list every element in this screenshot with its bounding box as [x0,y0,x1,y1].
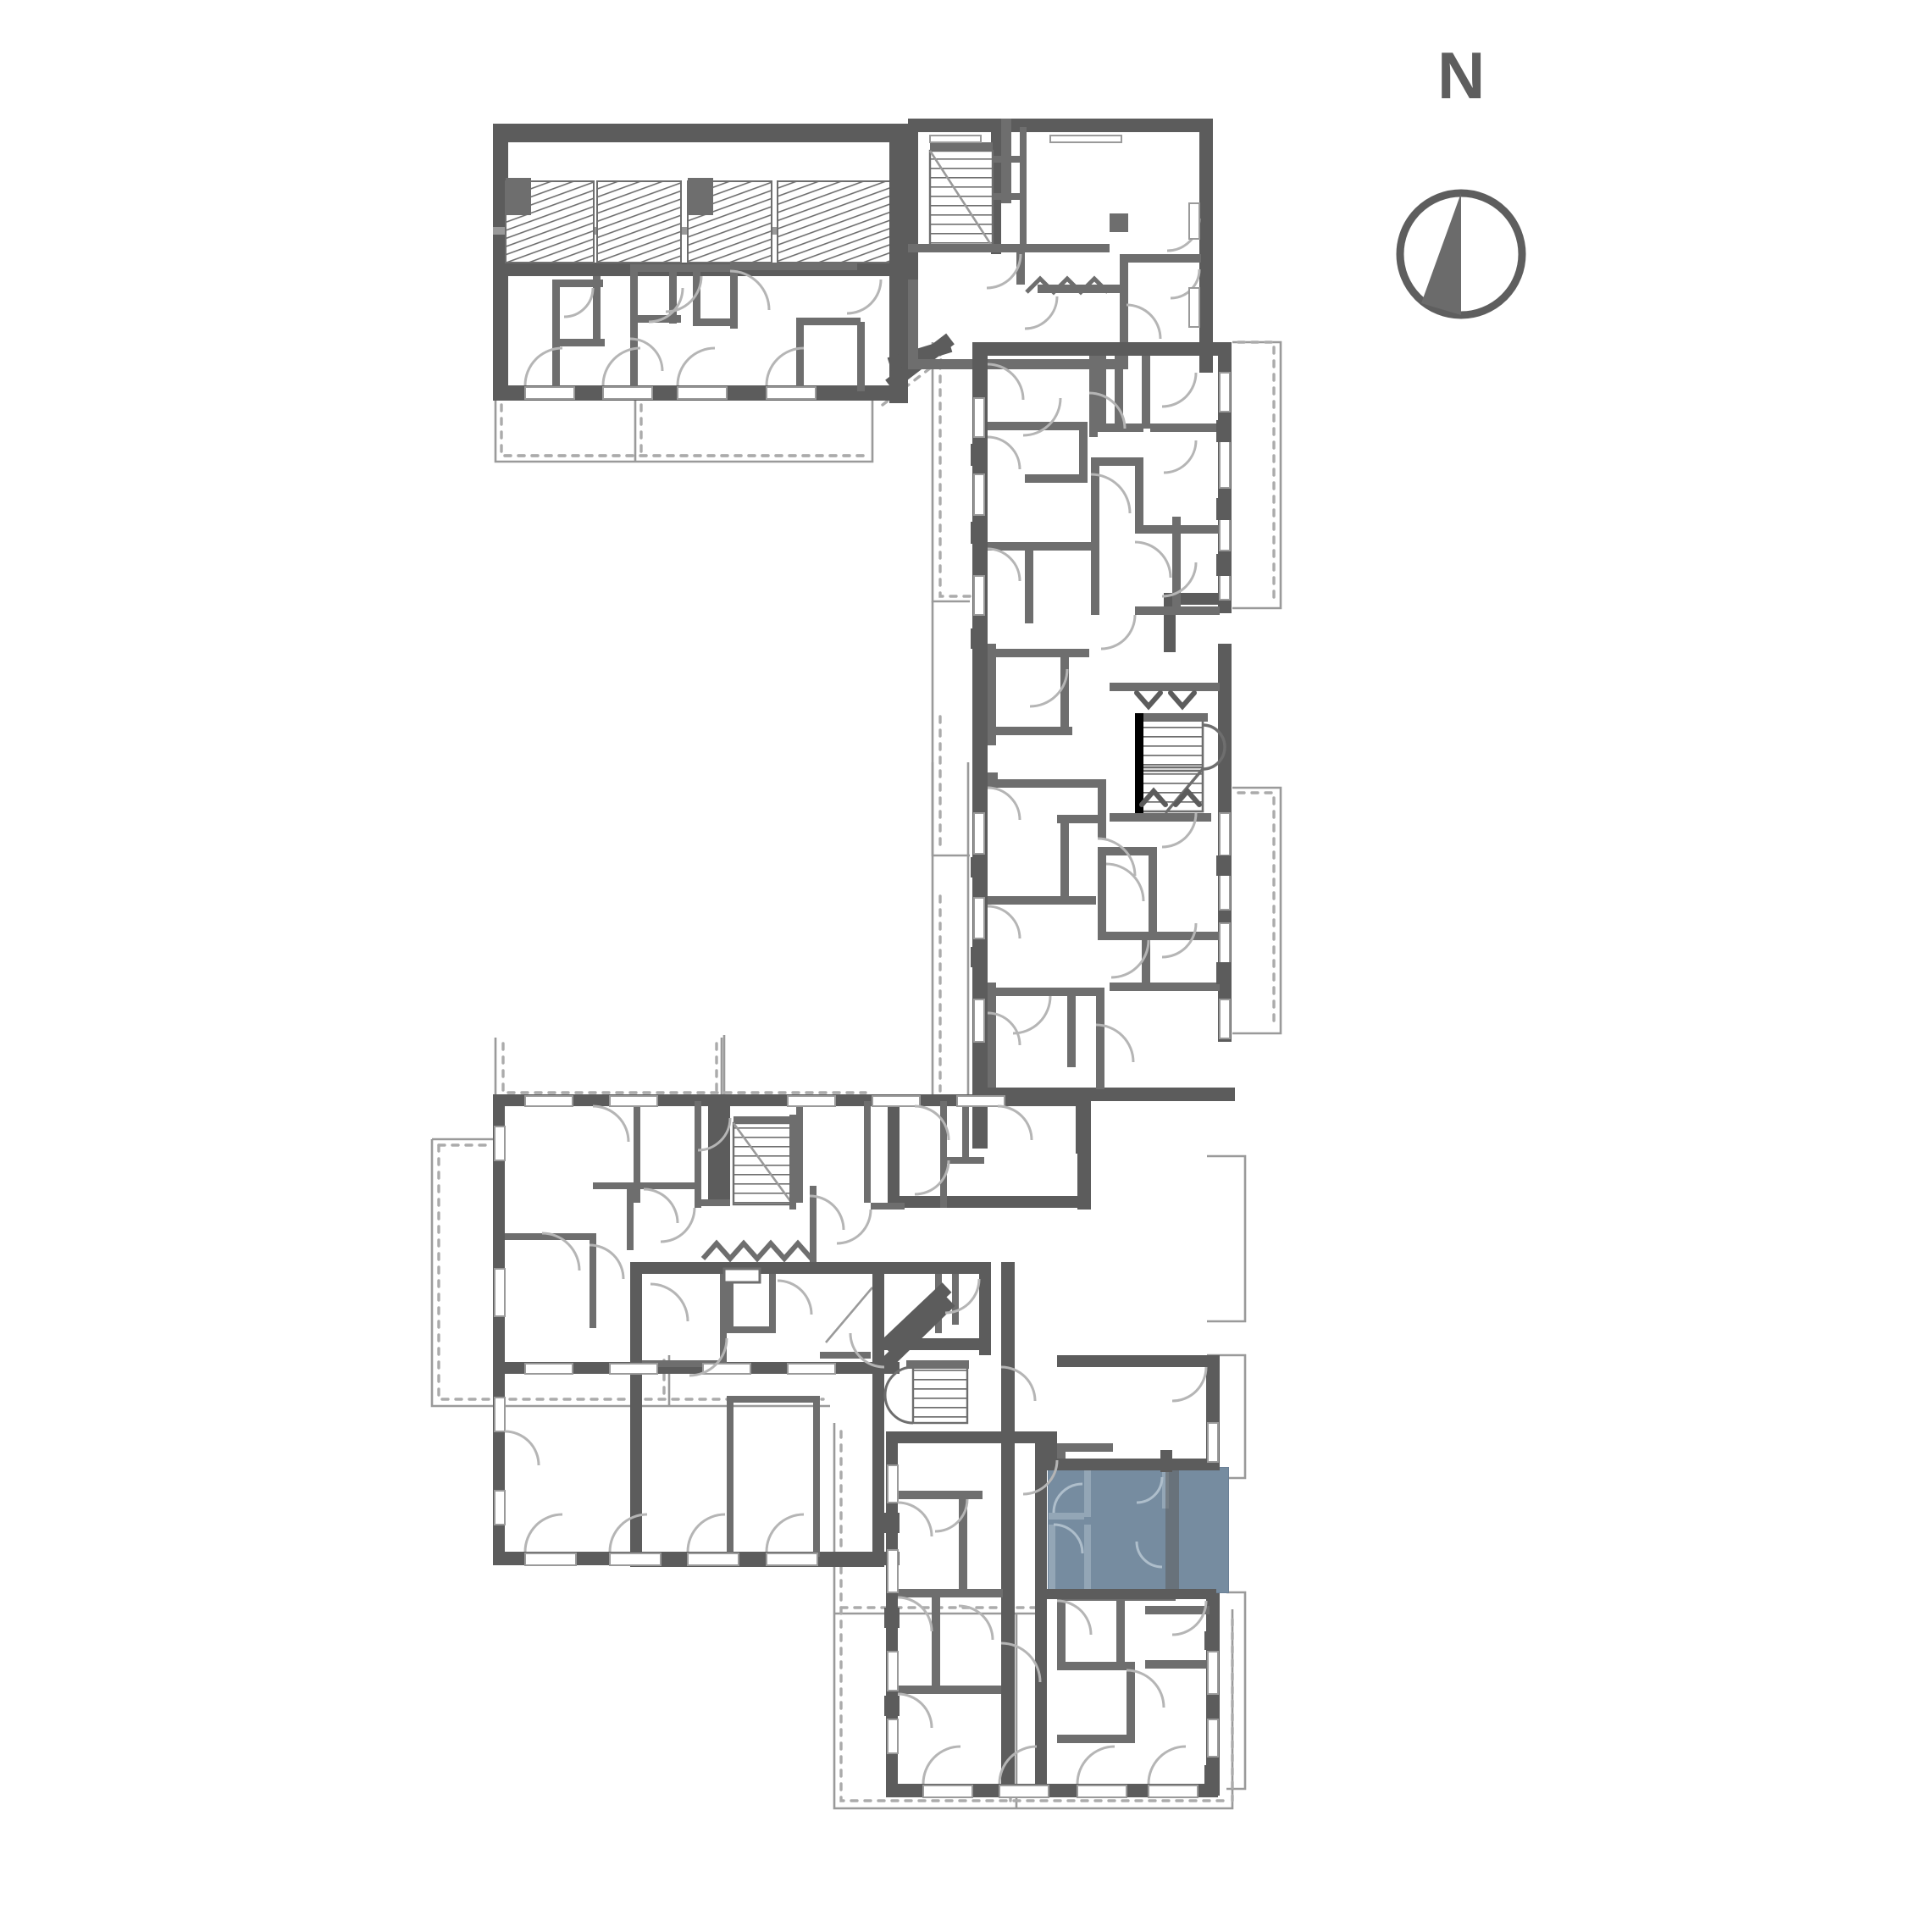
central-spine [971,342,1235,1154]
stairwell-north [928,135,994,249]
selected-apartment[interactable] [1048,1467,1229,1593]
south-west-wing [493,1094,1091,1567]
compass-north-label: N [1437,38,1486,113]
storage-bays [505,178,897,263]
stairwell-southwest-upper [732,1115,796,1210]
stairwell-central [1135,713,1226,817]
stairwell-south [883,1360,969,1425]
north-east-block [908,119,1213,373]
compass-needle [1421,193,1461,315]
south-block [883,1262,1229,1798]
compass-rose [1396,189,1526,319]
